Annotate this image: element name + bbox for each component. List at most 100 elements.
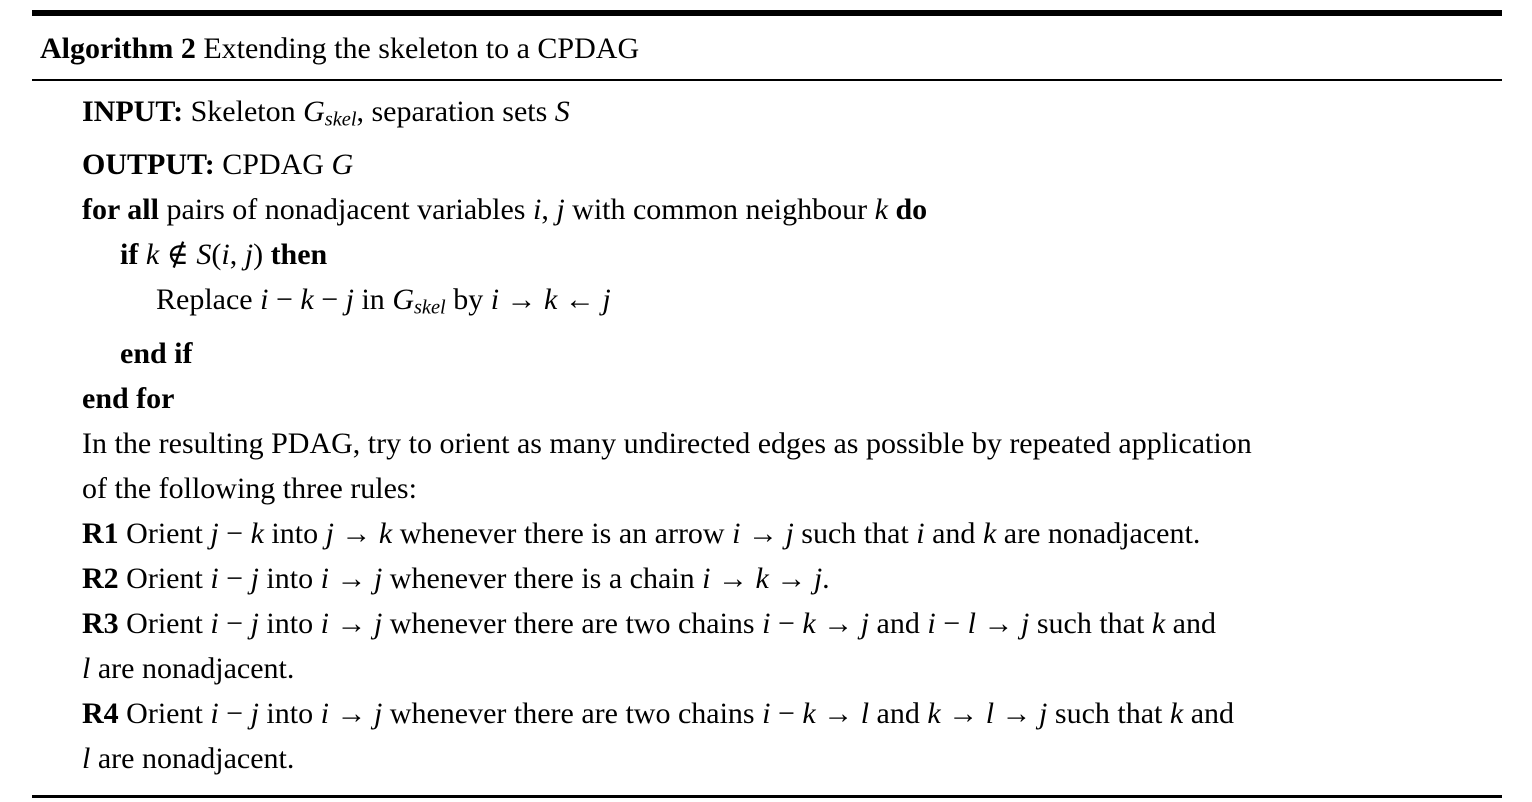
text: →: [333, 516, 379, 550]
algorithm-line: R2 Orient i − j into i → j whenever ther…: [32, 556, 1502, 601]
algorithm-line: OUTPUT: CPDAG G: [32, 142, 1502, 187]
title-rule: [32, 79, 1502, 81]
text: into: [258, 606, 321, 640]
bold-text: R2: [82, 561, 119, 595]
subscript-text: skel: [324, 108, 357, 131]
algorithm-body: INPUT: Skeleton Gskel, separation sets S…: [32, 81, 1502, 795]
text: , separation sets: [356, 95, 555, 128]
text: −: [268, 283, 301, 317]
text: are nonadjacent.: [90, 651, 295, 685]
math-var: i: [532, 193, 542, 227]
algorithm-line: INPUT: Skeleton Gskel, separation sets S: [32, 89, 1502, 142]
math-var: k: [802, 606, 816, 640]
text: →: [815, 696, 861, 730]
text: whenever there is an arrow: [392, 516, 733, 550]
math-var: i: [762, 606, 771, 640]
math-var: i: [210, 561, 219, 595]
text: are nonadjacent.: [996, 516, 1201, 550]
algorithm-line: end for: [32, 376, 1502, 421]
algorithm-line: R1 Orient j − k into j → k whenever ther…: [32, 511, 1502, 556]
text: CPDAG: [214, 148, 332, 182]
text: into: [263, 516, 326, 550]
algorithm-line: Replace i − k − j in Gskel by i → k ← j: [32, 277, 1502, 330]
text: →: [940, 696, 986, 730]
math-var: i: [490, 283, 500, 317]
math-var: G: [303, 95, 325, 128]
math-var: j: [250, 696, 259, 730]
text: and: [1183, 696, 1235, 730]
math-var: j: [250, 561, 259, 595]
text: →: [328, 606, 374, 640]
bold-text: R4: [82, 696, 119, 730]
text: of the following three rules:: [82, 471, 417, 505]
bold-text: then: [270, 238, 328, 272]
math-var: l: [860, 696, 870, 730]
math-var: i: [320, 606, 329, 640]
algorithm-line: if k ∉ S(i, j) then: [32, 232, 1502, 277]
algorithm-title: Algorithm 2 Extending the skeleton to a …: [32, 16, 1502, 79]
math-var: i: [221, 238, 230, 272]
math-var: l: [985, 696, 995, 730]
bold-text: INPUT:: [82, 95, 184, 128]
text: Skeleton: [183, 95, 304, 128]
math-var: k: [1169, 696, 1184, 730]
math-var: k: [300, 283, 314, 317]
math-var: j: [325, 516, 334, 550]
text: →: [815, 606, 861, 640]
text: −: [935, 606, 968, 640]
math-var: k: [982, 516, 997, 550]
math-var: i: [210, 606, 219, 640]
math-var: l: [967, 606, 976, 640]
text: Orient: [118, 606, 211, 640]
text: ∉: [159, 238, 197, 272]
bold-text: end for: [82, 381, 175, 415]
text: into: [258, 561, 321, 595]
text: ): [253, 238, 271, 272]
math-var: G: [331, 148, 354, 182]
text: →: [994, 696, 1040, 730]
text: such that: [1047, 696, 1170, 730]
text: →: [768, 561, 814, 595]
math-var: i: [260, 283, 269, 317]
math-var: j: [602, 283, 611, 317]
text: −: [770, 606, 803, 640]
math-var: i: [320, 561, 329, 595]
text: such that: [1029, 606, 1152, 640]
algorithm-line: R4 Orient i − j into i → j whenever ther…: [32, 691, 1502, 736]
math-var: k: [544, 283, 558, 317]
math-var: j: [373, 696, 383, 730]
text: and: [924, 516, 983, 550]
algorithm-line: l are nonadjacent.: [32, 646, 1502, 691]
math-var: j: [345, 283, 354, 317]
bold-text: do: [895, 193, 928, 227]
subscript-text: skel: [413, 296, 446, 319]
text: In the resulting PDAG, try to orient as …: [82, 426, 1252, 460]
math-var: i: [732, 516, 741, 550]
text: by: [445, 283, 491, 317]
math-var: j: [250, 606, 259, 640]
bottom-rule: [32, 794, 1502, 798]
math-var: j: [785, 516, 794, 550]
math-var: k: [874, 193, 888, 227]
math-var: G: [392, 283, 414, 317]
math-var: j: [244, 238, 254, 272]
bold-text: OUTPUT:: [82, 148, 215, 182]
math-var: j: [556, 193, 565, 227]
text: Orient: [118, 696, 211, 730]
algorithm-line: for all pairs of nonadjacent variables i…: [32, 187, 1502, 232]
text: pairs of nonadjacent variables: [158, 193, 533, 227]
algorithm-line: R3 Orient i − j into i → j whenever ther…: [32, 601, 1502, 646]
bold-text: for all: [82, 193, 159, 227]
text: ←: [557, 283, 603, 317]
math-var: j: [373, 561, 383, 595]
bold-text: end if: [120, 336, 193, 370]
text: −: [313, 283, 346, 317]
text: −: [218, 516, 251, 550]
math-var: S: [554, 95, 570, 128]
text: .: [822, 561, 830, 595]
bold-text: if: [120, 238, 139, 272]
text: →: [328, 561, 374, 595]
text: →: [499, 283, 545, 317]
math-var: j: [1020, 606, 1030, 640]
